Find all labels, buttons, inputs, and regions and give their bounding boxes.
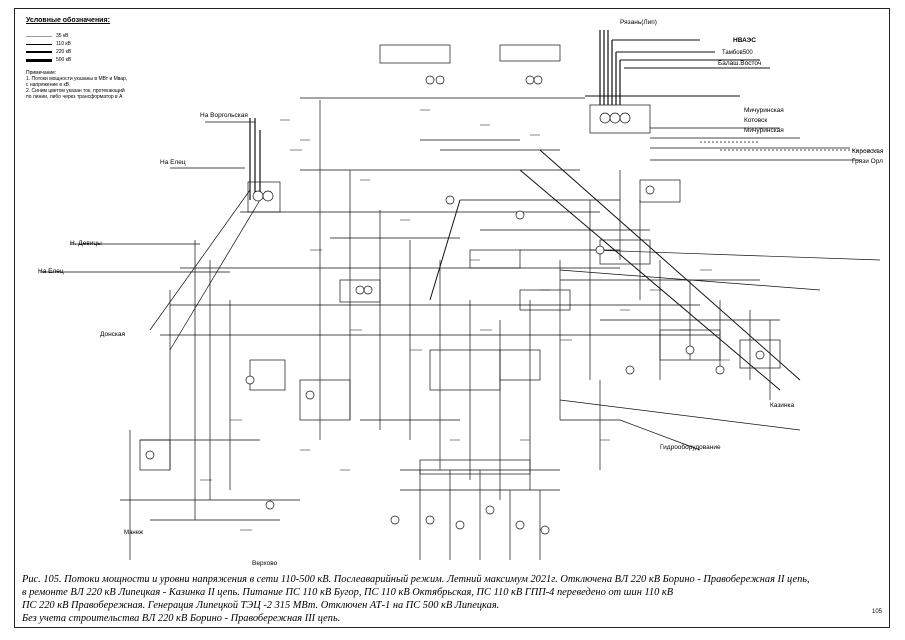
legend-line-35kv: [26, 35, 52, 37]
label-na-vorgolskaya: На Воргольская: [200, 112, 248, 119]
note-line: с напряжение в кВ.: [26, 82, 71, 88]
label-kazinka: Казинка: [770, 402, 795, 409]
legend-title: Условные обозначения:: [26, 17, 110, 24]
legend-item-220kv: 220 кВ: [26, 49, 71, 55]
label-manezh: Манеж: [124, 530, 143, 536]
page-frame: [14, 8, 890, 628]
label-kotovsk: Котовск: [744, 117, 768, 124]
note-line: по линии, либо через трансформатор в А: [26, 94, 123, 100]
legend-label-500kv: 500 кВ: [56, 57, 72, 63]
figure-caption: Рис. 105. Потоки мощности и уровни напря…: [22, 573, 882, 625]
label-na-elets-1: На Елец: [160, 159, 186, 166]
label-michurinskaya-2: Мичуринская: [744, 127, 784, 134]
label-kirovskaya: Кировская: [852, 148, 884, 155]
label-nvaes: НВАЭС: [733, 37, 756, 44]
label-n-devitsy: Н. Девицы: [70, 240, 102, 247]
label-na-elets-2: На Елец: [38, 268, 64, 275]
legend-item-110kv: 110 кВ: [26, 41, 71, 47]
label-michurinskaya-1: Мичуринская: [744, 107, 784, 114]
legend-label-35kv: 35 кВ: [56, 33, 69, 39]
label-ryazan: Рязань(Лип): [620, 19, 657, 26]
label-verkhovo: Верхово: [252, 560, 278, 567]
page-number: 105: [872, 609, 883, 615]
legend-item-500kv: 500 кВ: [26, 57, 71, 63]
legend-item-35kv: 35 кВ: [26, 33, 68, 39]
note-line: 1. Потоки мощности указаны в МВт и Мвар,: [26, 76, 128, 82]
caption-line: Рис. 105. Потоки мощности и уровни напря…: [22, 574, 810, 585]
note-line: 2. Синим цветом указан ток, протекающий: [26, 88, 125, 94]
label-tambov: Тамбов500: [722, 50, 753, 56]
caption-line: в ремонте ВЛ 220 кВ Липецкая - Казинка I…: [22, 587, 674, 598]
caption-line: ПС 220 кВ Правобережная. Генерация Липец…: [22, 600, 500, 611]
note-heading: Примечание:: [26, 70, 57, 76]
label-gryazi: Грязи Орл: [852, 158, 883, 165]
legend-line-500kv: [26, 58, 52, 62]
label-gidrooborudovanie: Гидрооборудование: [660, 444, 721, 451]
label-balash: Балаш.Восточ: [718, 60, 762, 67]
notes: Примечание: 1. Потоки мощности указаны в…: [26, 70, 176, 100]
legend-line-110kv: [26, 43, 52, 45]
legend-line-220kv: [26, 51, 52, 53]
label-donskaya: Донская: [100, 331, 126, 338]
legend-label-110kv: 110 кВ: [56, 41, 71, 47]
legend-label-220kv: 220 кВ: [56, 49, 72, 55]
caption-line: Без учета строительства ВЛ 220 кВ Борино…: [22, 613, 341, 624]
